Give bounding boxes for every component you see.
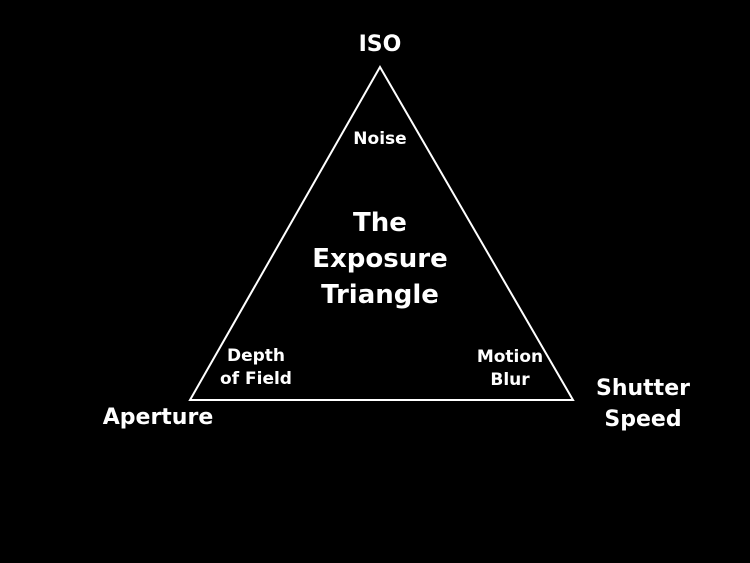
vertex-label-shutter-speed-line: Speed — [604, 407, 682, 432]
effect-label-depth-of-field: Depth of Field — [206, 345, 306, 391]
effect-label-depth-of-field-line: of Field — [220, 369, 292, 389]
effect-label-motion-blur-line: Motion — [476, 347, 544, 367]
vertex-label-iso: ISO — [358, 32, 402, 57]
diagram-title-line: Triangle — [321, 280, 439, 310]
vertex-label-shutter-speed-line: Shutter — [596, 376, 690, 401]
triangle-shape — [188, 64, 575, 401]
vertex-label-shutter-speed: Shutter Speed — [575, 373, 711, 435]
effect-label-motion-blur: Motion Blur — [460, 346, 560, 392]
vertex-label-aperture: Aperture — [102, 405, 214, 430]
diagram-title-line: The — [353, 208, 407, 238]
effect-label-noise: Noise — [353, 129, 407, 149]
effect-label-motion-blur-line: Blur — [490, 370, 530, 390]
diagram-title-line: Exposure — [312, 244, 448, 274]
effect-label-depth-of-field-line: Depth — [226, 346, 286, 366]
diagram-title: The Exposure Triangle — [290, 205, 470, 313]
